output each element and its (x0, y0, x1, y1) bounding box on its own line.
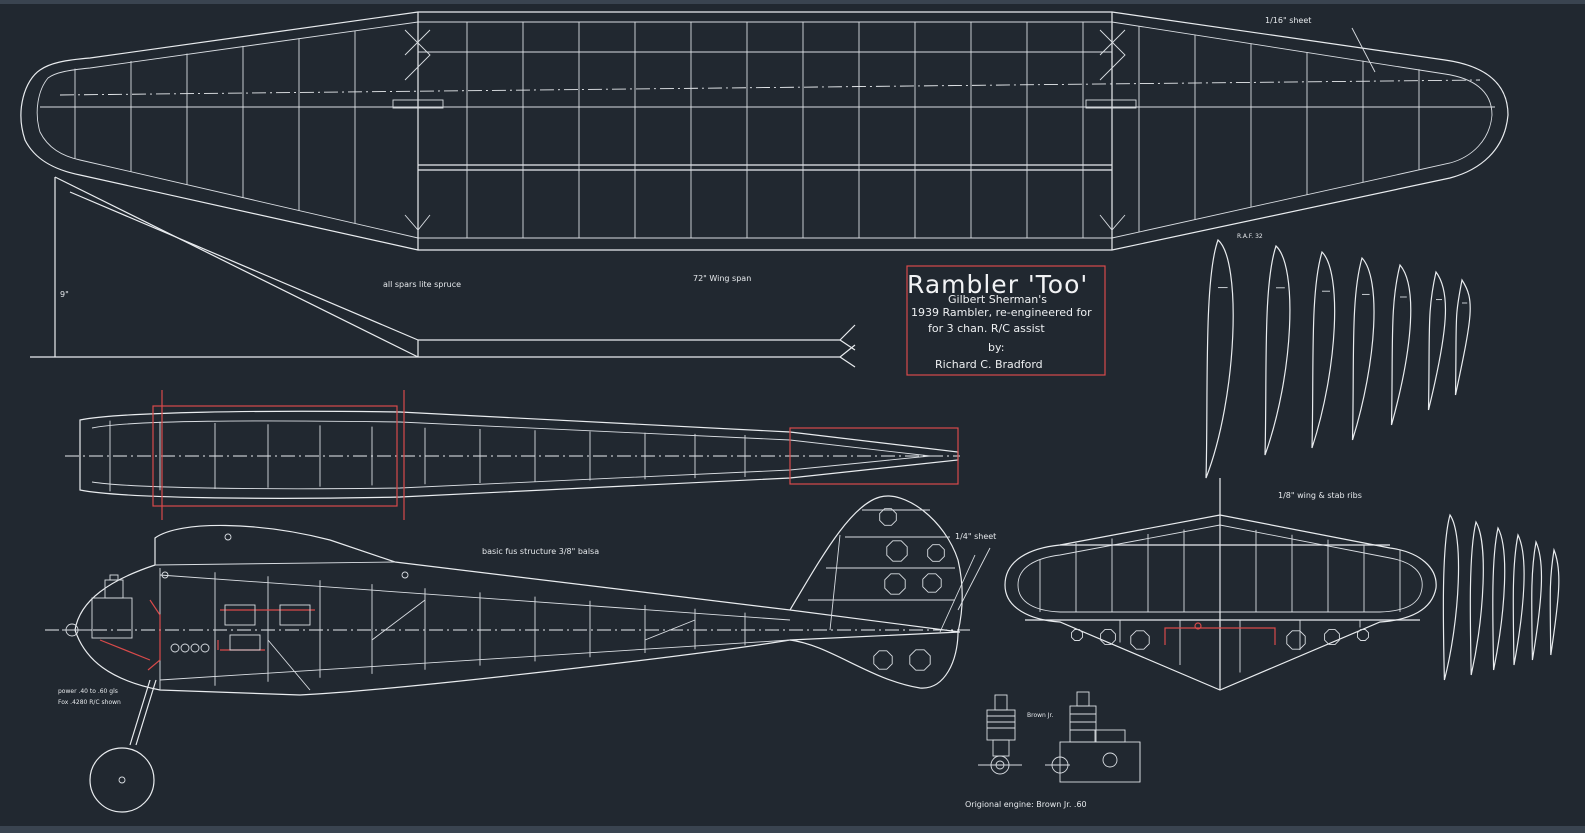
stab-hole (1071, 629, 1083, 641)
label-sheet-top: 1/16" sheet (1265, 16, 1311, 25)
title-block-text: Rambler 'Too' Gilbert Sherman's 1939 Ram… (907, 270, 1092, 371)
wing-rib-profile (1427, 270, 1447, 411)
stab-lightening-holes (1071, 629, 1369, 650)
label-original-engine: Origional engine: Brown Jr. .60 (965, 800, 1087, 809)
title-block-line-1: Gilbert Sherman's (948, 293, 1047, 306)
stab-rib-profile (1549, 547, 1560, 656)
fin-hole (879, 508, 897, 526)
stab-rib-profile (1492, 526, 1506, 671)
label-wingspan: 72" Wing span (693, 274, 751, 283)
fuselage-side-formers (159, 568, 746, 691)
stab-hole (1357, 629, 1369, 641)
fuselage-diagonal (267, 599, 696, 691)
stab-ribs (1039, 528, 1401, 673)
wing-rib-profile (1351, 256, 1375, 441)
fuselage-side-view (45, 495, 991, 813)
wing-rib-profile (1454, 278, 1471, 396)
top-toolbar-edge (0, 0, 1585, 4)
engine-front-view (978, 694, 1022, 775)
engine-side-view (1045, 691, 1141, 783)
engine-side (62, 574, 133, 639)
stab-hole (1286, 630, 1306, 650)
fin-hole (922, 573, 942, 593)
label-brown-jr: Brown Jr. (1027, 712, 1053, 719)
label-engine-note-1: power .40 to .60 gls (58, 688, 118, 695)
stab-rib-profile (1531, 539, 1543, 661)
title-block-line-5: Richard C. Bradford (935, 358, 1043, 371)
bottom-status-edge (0, 826, 1585, 833)
wing-rib-profile (1205, 238, 1234, 479)
fin-hole (884, 573, 906, 595)
fin-hole (909, 649, 931, 671)
label-dihedral: 9" (60, 290, 69, 299)
stab-rib-profile (1512, 533, 1525, 666)
stab-hole (1130, 630, 1150, 650)
stab-hole (1100, 629, 1116, 645)
title-block-line-2: 1939 Rambler, re-engineered for (911, 306, 1092, 319)
label-engine-note-2: Fox .4280 R/C shown (58, 699, 121, 706)
wing-rib-profile (1390, 263, 1412, 426)
stab-hole (1324, 629, 1340, 645)
stab-rib-profile (1469, 520, 1484, 676)
label-sheet-quarter: 1/4" sheet (955, 532, 996, 541)
label-airfoil: R.A.F. 32 (1237, 233, 1263, 240)
title-block-line-3: for 3 chan. R/C assist (928, 322, 1045, 335)
stab-rib-profiles (1442, 513, 1560, 681)
stab-plan-view (1004, 478, 1437, 691)
title-block-line-4: by: (988, 341, 1004, 354)
fin-hole (873, 650, 893, 670)
label-stab-ribs: 1/8" wing & stab ribs (1278, 491, 1362, 500)
stab-rib-profile (1442, 513, 1460, 681)
fuselage-top-formers (109, 420, 746, 492)
title-block-title: Rambler 'Too' (907, 270, 1088, 299)
wing-rib-profile (1264, 244, 1291, 456)
fin-hole (886, 540, 908, 562)
drawing-labels: 1/16" sheet all spars lite spruce 72" Wi… (58, 16, 1362, 809)
wing-rib-profiles (1205, 238, 1471, 479)
label-spars: all spars lite spruce (383, 280, 461, 289)
title-block (906, 265, 1106, 376)
fin-hole (927, 544, 945, 562)
fin-lightening-holes (873, 508, 945, 671)
wing-rib-profile (1311, 250, 1336, 449)
wing-ribs (74, 22, 1420, 238)
label-fuse-structure: basic fus structure 3/8" balsa (482, 547, 599, 556)
engine-drawings (978, 691, 1141, 783)
dihedral-view (30, 176, 856, 368)
fuselage-top-view (65, 390, 960, 520)
wing-plan-view (20, 11, 1509, 251)
